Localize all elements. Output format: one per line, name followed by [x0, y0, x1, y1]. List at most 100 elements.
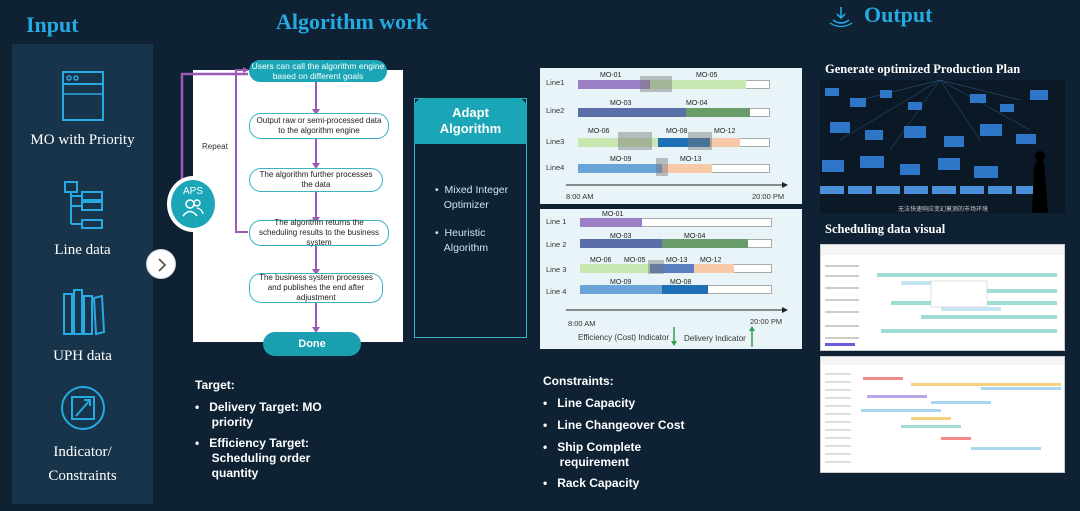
repeat-label: Repeat	[202, 142, 228, 151]
gantt-bar	[662, 164, 712, 173]
flow-step-4: The business system processes and publis…	[249, 273, 383, 303]
gantt-bar	[694, 264, 734, 273]
axis-start-label: 8:00 AM	[568, 319, 596, 328]
gantt-bar	[578, 164, 662, 173]
gantt-mo-label: MO-06	[590, 257, 612, 264]
arrows-icon	[60, 382, 106, 434]
gantt-mo-label: MO-12	[700, 257, 722, 264]
bullet-text: Algorithm	[443, 242, 489, 254]
scheduling-visual-title: Scheduling data visual	[825, 222, 946, 236]
gantt-mo-label: MO-08	[666, 128, 688, 135]
constraint-item: • Rack Capacity	[543, 476, 640, 490]
arrow-up-icon	[749, 326, 755, 347]
time-axis	[566, 182, 788, 188]
gantt-bar	[580, 239, 662, 248]
target-text: quantity	[211, 466, 259, 480]
flow-step-1: Output raw or semi-processed data to the…	[249, 113, 389, 139]
adapt-bullet-2: • Heuristic Algorithm	[435, 227, 489, 254]
flow-connectors	[180, 67, 320, 333]
gantt-mo-label: MO-04	[684, 233, 706, 240]
constraint-text: Line Capacity	[557, 396, 636, 410]
gantt-bar	[662, 285, 708, 294]
constraint-text: requirement	[559, 455, 630, 469]
adapt-bullet-1: • Mixed Integer Optimizer	[435, 184, 509, 211]
scheduling-gantt-picture	[821, 245, 1064, 346]
input-label: UPH data	[53, 348, 112, 364]
gantt-overlap	[640, 76, 672, 92]
gantt-line-label: Line1	[546, 78, 565, 87]
bullet-text: Heuristic	[444, 227, 486, 239]
constraint-item: • Line Changeover Cost	[543, 418, 685, 432]
plan-caption: 无法快速响应变幻莫测的市场环境	[898, 207, 989, 213]
input-label: Constraints	[48, 468, 117, 484]
target-text: priority	[211, 415, 254, 429]
gantt-bar	[580, 218, 642, 227]
gantt-bar	[658, 138, 710, 147]
gantt-line-label: Line 1	[546, 217, 567, 226]
production-plan-image: 无法快速响应变幻莫测的市场环境	[820, 80, 1065, 213]
gantt-chart-before: Line1 Line2 Line3 Line4 MO-01 MO-05 MO-0…	[540, 68, 802, 204]
gantt-mo-label: MO-08	[670, 279, 692, 286]
gantt-overlap	[656, 158, 668, 176]
input-section-title: Input	[26, 12, 79, 37]
flow-step-2: The algorithm further processes the data	[249, 168, 383, 192]
gantt-mo-label: MO-13	[666, 257, 688, 264]
books-icon	[60, 286, 106, 338]
output-section-title: Output	[864, 2, 933, 27]
gantt-bar	[662, 239, 748, 248]
gantt-mo-label: MO-01	[602, 211, 624, 218]
gantt-line-label: Line 2	[546, 240, 567, 249]
scheduling-screenshot-2	[820, 356, 1065, 473]
adapt-algorithm-panel: Adapt Algorithm • Mixed Integer Optimize…	[414, 98, 527, 338]
gantt-bar	[710, 138, 740, 147]
signal-icon	[828, 5, 854, 28]
gantt-mo-label: MO-06	[588, 128, 610, 135]
factory-dashboard-picture	[820, 80, 1065, 213]
target-item-efficiency: • Efficiency Target: Scheduling order qu…	[195, 436, 311, 480]
gantt-mo-label: MO-12	[714, 128, 736, 135]
input-label: MO with Priority	[30, 132, 135, 148]
constraint-item: • Ship Complete requirement	[543, 440, 642, 469]
gantt-line-label: Line3	[546, 137, 565, 146]
input-uph-data: UPH data	[12, 286, 153, 368]
gantt-chart-after: Line 1 Line 2 Line 3 Line 4 MO-01 MO-03 …	[540, 209, 802, 349]
bullet-text: Mixed Integer	[444, 184, 509, 196]
gantt-line-label: Line4	[546, 163, 565, 172]
gantt-line-label: Line2	[546, 106, 565, 115]
gantt-bar	[686, 108, 750, 117]
flow-done-node: Done	[263, 332, 361, 356]
gantt-bar	[650, 80, 746, 89]
gantt-mo-label: MO-05	[624, 257, 646, 264]
gantt-bar	[650, 264, 694, 273]
gantt-mo-label: MO-09	[610, 279, 632, 286]
gantt-overlap	[688, 132, 712, 150]
constraint-text: Ship Complete	[557, 440, 642, 454]
window-icon	[60, 70, 106, 122]
input-label: Indicator/	[53, 444, 112, 460]
gantt-mo-label: MO-03	[610, 233, 632, 240]
target-title: Target:	[195, 378, 235, 392]
gantt-mo-label: MO-09	[610, 156, 632, 163]
aps-label: APS	[182, 186, 203, 197]
flow-start-node: Users can call the algorithm engine base…	[249, 60, 387, 82]
axis-end-label: 20:00 PM	[750, 317, 783, 326]
gantt-bar	[578, 80, 656, 89]
aps-badge: APS	[167, 176, 219, 232]
adapt-algorithm-header: Adapt Algorithm	[414, 98, 527, 144]
tree-icon	[60, 180, 106, 232]
axis-start-label: 8:00 AM	[566, 192, 594, 201]
next-arrow-button[interactable]	[146, 249, 176, 279]
target-item-delivery: • Delivery Target: MO priority	[195, 400, 322, 429]
gantt-bar	[580, 264, 650, 273]
constraint-text: Line Changeover Cost	[557, 418, 685, 432]
target-text: Delivery Target: MO	[209, 400, 322, 414]
arrow-down-icon	[671, 327, 677, 346]
scheduling-screenshot-1	[820, 244, 1065, 351]
constraint-text: Rack Capacity	[557, 476, 640, 490]
chevron-right-icon	[158, 258, 167, 272]
target-text: Scheduling order	[211, 451, 311, 465]
users-icon	[182, 199, 204, 217]
target-text: Efficiency Target:	[209, 436, 310, 450]
input-mo-priority: MO with Priority	[12, 70, 153, 152]
gantt-mo-label: MO-05	[696, 72, 718, 79]
